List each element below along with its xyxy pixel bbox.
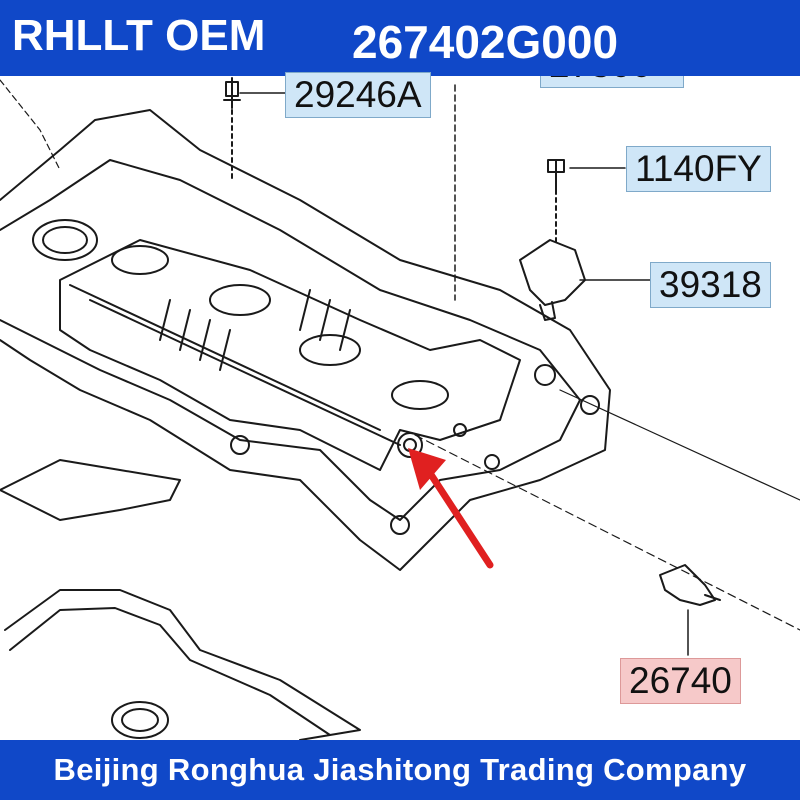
header-banner: RHLLT OEM 267402G000 (0, 0, 800, 76)
oil-filler (32, 219, 98, 261)
cam-bore-1 (111, 245, 169, 275)
callout-26740: 26740 (620, 658, 741, 704)
leader-diag-2 (559, 389, 800, 501)
callout-29246A: 29246A (285, 72, 431, 118)
cover-inner (0, 159, 581, 521)
company-name: Beijing Ronghua Jiashitong Trading Compa… (53, 752, 747, 787)
leader-diag (414, 434, 800, 631)
part-number: 267402G000 (352, 16, 619, 68)
cam-bore-2 (209, 284, 271, 316)
cover-ridge (69, 284, 381, 431)
gasket-bottom (4, 589, 361, 741)
bolt-1140FY (547, 159, 565, 191)
oil-pressure-switch (659, 564, 716, 606)
bolt-29246A (223, 77, 241, 109)
cam-bore-4 (391, 380, 449, 410)
cam-bore-3 (299, 334, 361, 366)
callout-1140FY: 1140FY (626, 146, 771, 192)
cover-flange (0, 109, 611, 571)
leader-left (0, 79, 61, 171)
footer-banner: Beijing Ronghua Jiashitong Trading Compa… (0, 740, 800, 800)
red-arrow-icon (408, 448, 494, 569)
cam-sensor (519, 239, 586, 306)
gasket-left (0, 459, 181, 521)
seal-ring (111, 701, 169, 739)
cover-body (59, 239, 521, 471)
cover-ridge-2 (89, 299, 401, 446)
bolt-boss (230, 435, 250, 455)
fins (159, 289, 351, 371)
callout-39318: 39318 (650, 262, 771, 308)
brand-label: RHLLT OEM (12, 11, 266, 60)
